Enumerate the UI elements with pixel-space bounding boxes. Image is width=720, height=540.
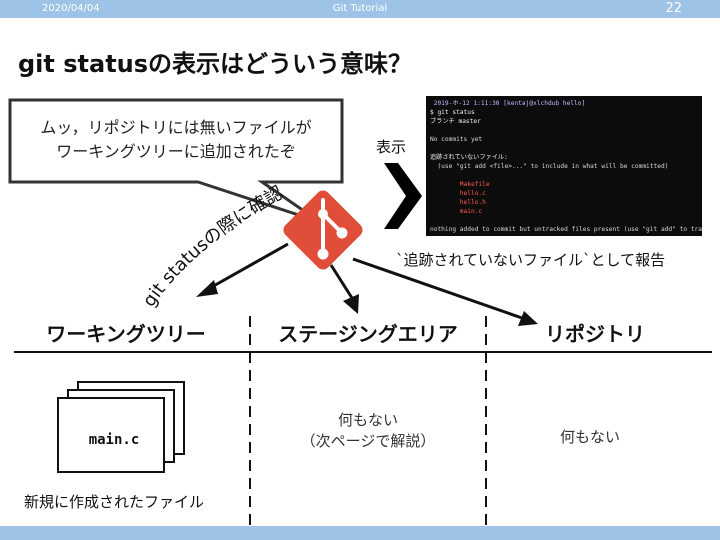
terminal-line: 追跡されていないファイル: xyxy=(430,154,508,161)
staging-content-line-2: （次ページで解説） xyxy=(300,432,436,450)
bubble-line-2: ワーキングツリーに追加されたぞ xyxy=(56,142,296,161)
terminal-line xyxy=(430,216,698,225)
slide-title: git statusの表示はどういう意味？ xyxy=(18,50,413,78)
arrow-to-repository xyxy=(352,257,538,326)
heading-working-tree: ワーキングツリー xyxy=(46,322,206,346)
slide-date: 2020/04/04 xyxy=(42,3,100,14)
heading-staging-area: ステージングエリア xyxy=(278,322,458,346)
terminal-line: hello.c xyxy=(430,190,486,197)
terminal-line: No commits yet xyxy=(430,136,483,143)
git-logo-branches xyxy=(317,198,348,260)
bottom-bar xyxy=(0,526,720,540)
terminal-line: Makefile xyxy=(430,181,490,188)
speech-bubble-text: ムッ，リポジトリには無いファイルが ワーキングツリーに追加されたぞ xyxy=(10,104,342,180)
terminal-line: hello.h xyxy=(430,199,486,206)
chevron-arrow-icon xyxy=(384,163,422,229)
staging-area-content: 何もない （次ページで解説） xyxy=(268,410,468,452)
display-label: 表示 xyxy=(376,138,407,156)
new-file-label: 新規に作成されたファイル xyxy=(24,493,205,511)
report-label: `追跡されていないファイル`として報告 xyxy=(396,251,666,269)
terminal-line: $ git status xyxy=(430,109,475,116)
speech-bubble xyxy=(8,98,344,224)
arrow-to-staging-area xyxy=(329,264,359,314)
repository-content: 何もない xyxy=(559,428,620,446)
terminal-line: ブランチ master xyxy=(430,118,481,125)
terminal-line xyxy=(430,144,698,153)
terminal-line: main.c xyxy=(430,208,483,215)
bubble-line-1: ムッ，リポジトリには無いファイルが xyxy=(40,118,312,137)
terminal-line: 2019-ホ-12 1:11:30 [kentaj@xlchdub hello] xyxy=(430,100,586,107)
top-bar xyxy=(0,0,720,18)
file-name-main-c: main.c xyxy=(88,432,140,448)
terminal-window: 2019-ホ-12 1:11:30 [kentaj@xlchdub hello]… xyxy=(426,96,702,236)
heading-repository: リポジトリ xyxy=(545,322,645,346)
file-stack-icon xyxy=(57,381,185,473)
terminal-line xyxy=(430,126,698,135)
staging-content-line-1: 何もない xyxy=(337,411,398,429)
terminal-line xyxy=(430,171,698,180)
arrow-to-working-tree xyxy=(196,242,289,297)
presentation-title: Git Tutorial xyxy=(332,3,388,14)
terminal-line: nothing added to commit but untracked fi… xyxy=(430,226,702,233)
terminal-line: (use "git add <file>..." to include in w… xyxy=(430,163,669,170)
page-number: 22 xyxy=(665,1,682,16)
